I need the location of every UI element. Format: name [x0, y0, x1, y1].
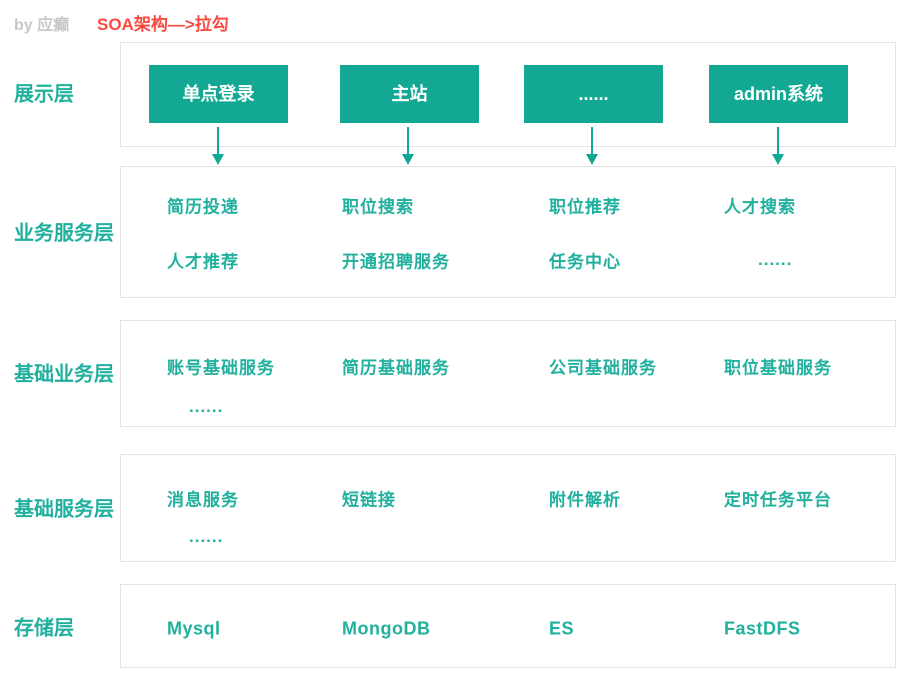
- presentation-box-sso: 单点登录: [149, 65, 288, 123]
- service-item: 简历投递: [167, 197, 239, 217]
- basic-service-layer-panel: 消息服务 短链接 附件解析 定时任务平台 ......: [120, 454, 896, 562]
- service-item: 人才推荐: [167, 252, 239, 272]
- service-item: 开通招聘服务: [342, 252, 450, 272]
- storage-item-mongodb: MongoDB: [342, 618, 431, 639]
- storage-layer-panel: Mysql MongoDB ES FastDFS: [120, 584, 896, 668]
- service-item: 任务中心: [549, 252, 621, 272]
- down-arrow-icon: [212, 154, 224, 165]
- service-item: 职位基础服务: [724, 358, 832, 378]
- diagram-title: SOA架构—>拉勾: [97, 15, 229, 34]
- down-arrow-icon: [591, 127, 593, 154]
- service-item: 人才搜索: [724, 197, 796, 217]
- service-item: 简历基础服务: [342, 358, 450, 378]
- layer-label-presentation: 展示层: [14, 83, 74, 106]
- down-arrow-icon: [772, 154, 784, 165]
- storage-item-es: ES: [549, 618, 575, 639]
- down-arrow-icon: [407, 127, 409, 154]
- service-item-ellipsis: ......: [189, 527, 224, 546]
- presentation-layer-panel: 单点登录 主站 ...... admin系统: [120, 42, 896, 147]
- presentation-box-more: ......: [524, 65, 663, 123]
- service-item-ellipsis: ......: [189, 397, 224, 416]
- service-item: 定时任务平台: [724, 490, 832, 510]
- presentation-box-main: 主站: [340, 65, 479, 123]
- basic-business-layer-panel: 账号基础服务 简历基础服务 公司基础服务 职位基础服务 ......: [120, 320, 896, 427]
- business-service-layer-panel: 简历投递 职位搜索 职位推荐 人才搜索 人才推荐 开通招聘服务 任务中心 ...…: [120, 166, 896, 298]
- layer-label-basic-business: 基础业务层: [14, 363, 114, 386]
- service-item-ellipsis: ......: [758, 250, 793, 269]
- service-item: 职位搜索: [342, 197, 414, 217]
- down-arrow-icon: [402, 154, 414, 165]
- down-arrow-icon: [586, 154, 598, 165]
- service-item: 账号基础服务: [167, 358, 275, 378]
- layer-label-business-service: 业务服务层: [14, 222, 114, 245]
- layer-label-storage: 存储层: [14, 617, 74, 640]
- service-item: 消息服务: [167, 490, 239, 510]
- author-byline: by 应癫: [14, 17, 70, 34]
- storage-item-mysql: Mysql: [167, 618, 221, 639]
- storage-item-fastdfs: FastDFS: [724, 618, 801, 639]
- presentation-box-admin: admin系统: [709, 65, 848, 123]
- service-item: 公司基础服务: [549, 358, 657, 378]
- service-item: 附件解析: [549, 490, 621, 510]
- down-arrow-icon: [777, 127, 779, 154]
- down-arrow-icon: [217, 127, 219, 154]
- service-item: 短链接: [342, 490, 396, 510]
- service-item: 职位推荐: [549, 197, 621, 217]
- layer-label-basic-service: 基础服务层: [14, 498, 114, 521]
